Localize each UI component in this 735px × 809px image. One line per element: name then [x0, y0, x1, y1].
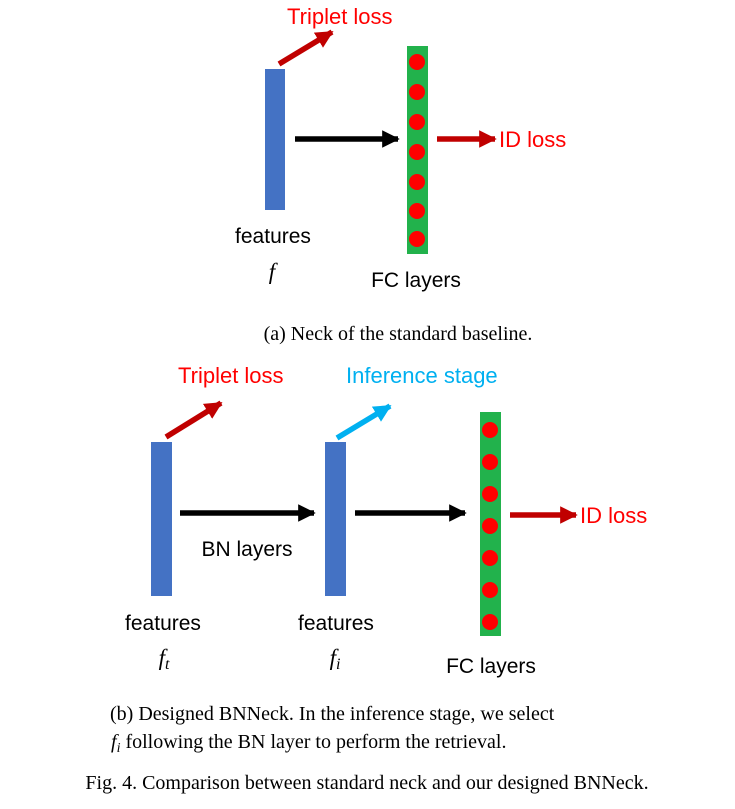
neuron-node: [482, 518, 498, 534]
neuron-node: [409, 174, 425, 190]
features-label: features: [235, 225, 311, 248]
neuron-node: [482, 582, 498, 598]
triplet-loss-arrow: [277, 29, 334, 67]
fc-layers-label: FC layers: [446, 655, 536, 678]
id-loss-label: ID loss: [580, 503, 647, 528]
inference-stage-arrow: [335, 403, 392, 441]
features-t-label: features: [125, 612, 201, 635]
bn-layers-label: BN layers: [201, 538, 292, 561]
panel-a-caption: (a) Neck of the standard baseline.: [264, 323, 533, 345]
figure-caption: Fig. 4. Comparison between standard neck…: [85, 772, 648, 794]
neuron-node: [409, 144, 425, 160]
triplet-loss-label: Triplet loss: [287, 4, 393, 29]
neuron-node: [409, 114, 425, 130]
neuron-node: [409, 84, 425, 100]
id-loss-label: ID loss: [499, 127, 566, 152]
neuron-node: [409, 203, 425, 219]
triplet-loss-arrow: [164, 400, 223, 440]
panel-b-caption-line2: fi following the BN layer to perform the…: [111, 731, 506, 756]
panel-b: Triplet loss BN layers Inference stage I…: [110, 363, 647, 756]
fc-layers-label: FC layers: [371, 269, 461, 292]
features-t-symbol: ft: [159, 645, 170, 673]
features-symbol: f: [269, 259, 279, 284]
features-bar: [265, 69, 285, 210]
neuron-node: [409, 231, 425, 247]
triplet-loss-label: Triplet loss: [178, 363, 284, 388]
neuron-node: [409, 54, 425, 70]
fc-layer: [480, 412, 501, 636]
features-i-symbol: fi: [330, 645, 341, 673]
neuron-node: [482, 614, 498, 630]
neuron-node: [482, 454, 498, 470]
features-i-label: features: [298, 612, 374, 635]
features-t-bar: [151, 442, 172, 596]
features-i-bar: [325, 442, 346, 596]
inference-stage-label: Inference stage: [346, 363, 498, 388]
neuron-node: [482, 486, 498, 502]
panel-a: Triplet loss ID loss features f FC layer…: [235, 4, 566, 345]
panel-b-caption-line1: (b) Designed BNNeck. In the inference st…: [110, 703, 555, 725]
fc-layer: [407, 46, 428, 254]
neuron-node: [482, 422, 498, 438]
neuron-node: [482, 550, 498, 566]
